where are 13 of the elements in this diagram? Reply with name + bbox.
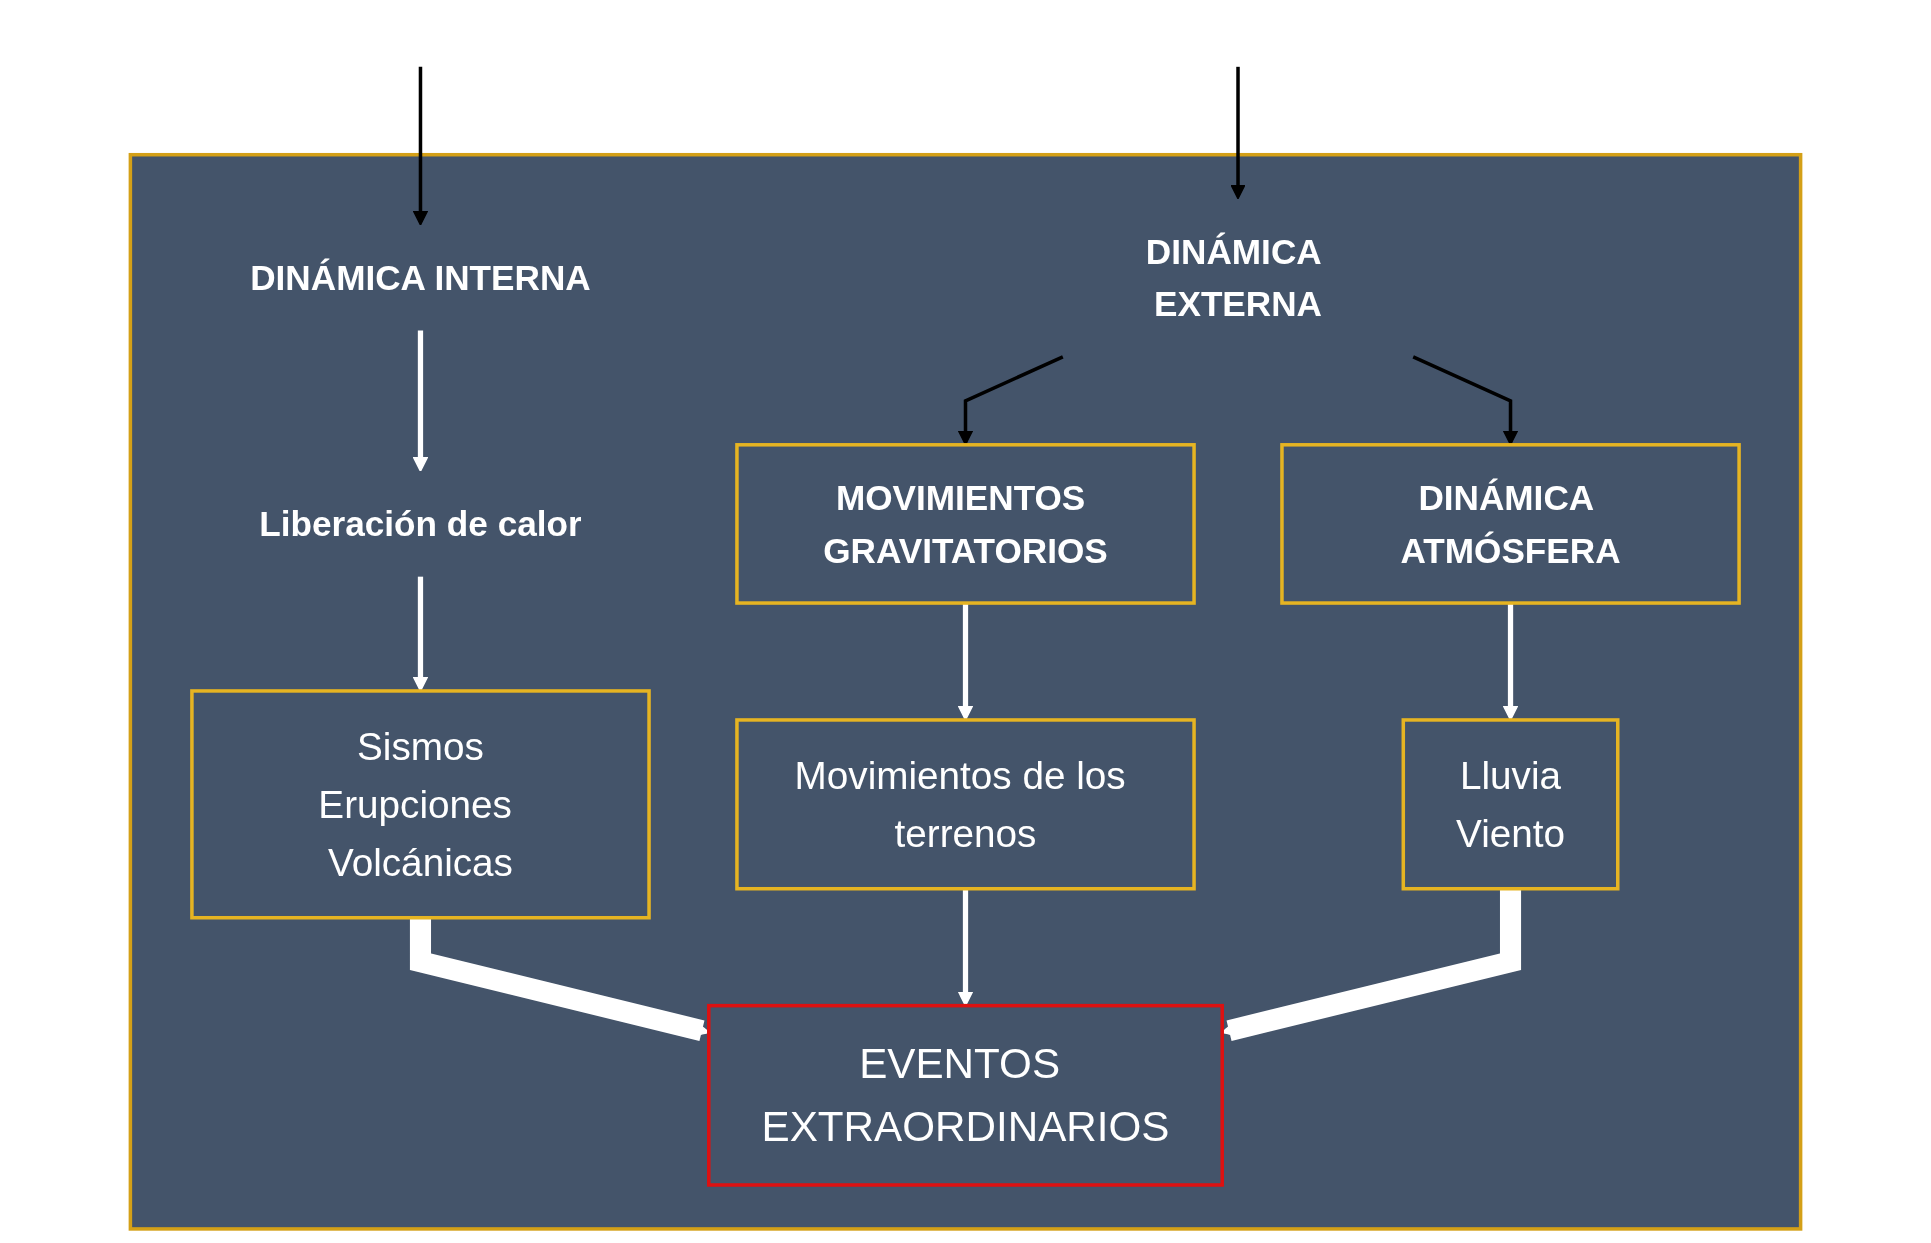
node-text: DINÁMICA INTERNA <box>250 258 591 298</box>
arrow <box>412 66 429 226</box>
node-box: EVENTOS EXTRAORDINARIOS <box>707 1003 1224 1187</box>
node-box: Lluvia Viento <box>1401 718 1620 891</box>
node-box: Sismos Erupciones Volcánicas <box>190 689 651 920</box>
cluster <box>128 152 1803 1231</box>
node-box: DINÁMICA ATMÓSFERA <box>1280 443 1741 605</box>
node-box: Movimientos de los terrenos <box>735 718 1196 891</box>
node-text: DINÁMICA EXTERNA <box>1145 232 1323 324</box>
arrow <box>1230 66 1246 200</box>
node-box: MOVIMIENTOS GRAVITATORIOS <box>735 443 1196 605</box>
arrow <box>412 330 429 472</box>
node-text: Liberación de calor <box>259 504 582 544</box>
